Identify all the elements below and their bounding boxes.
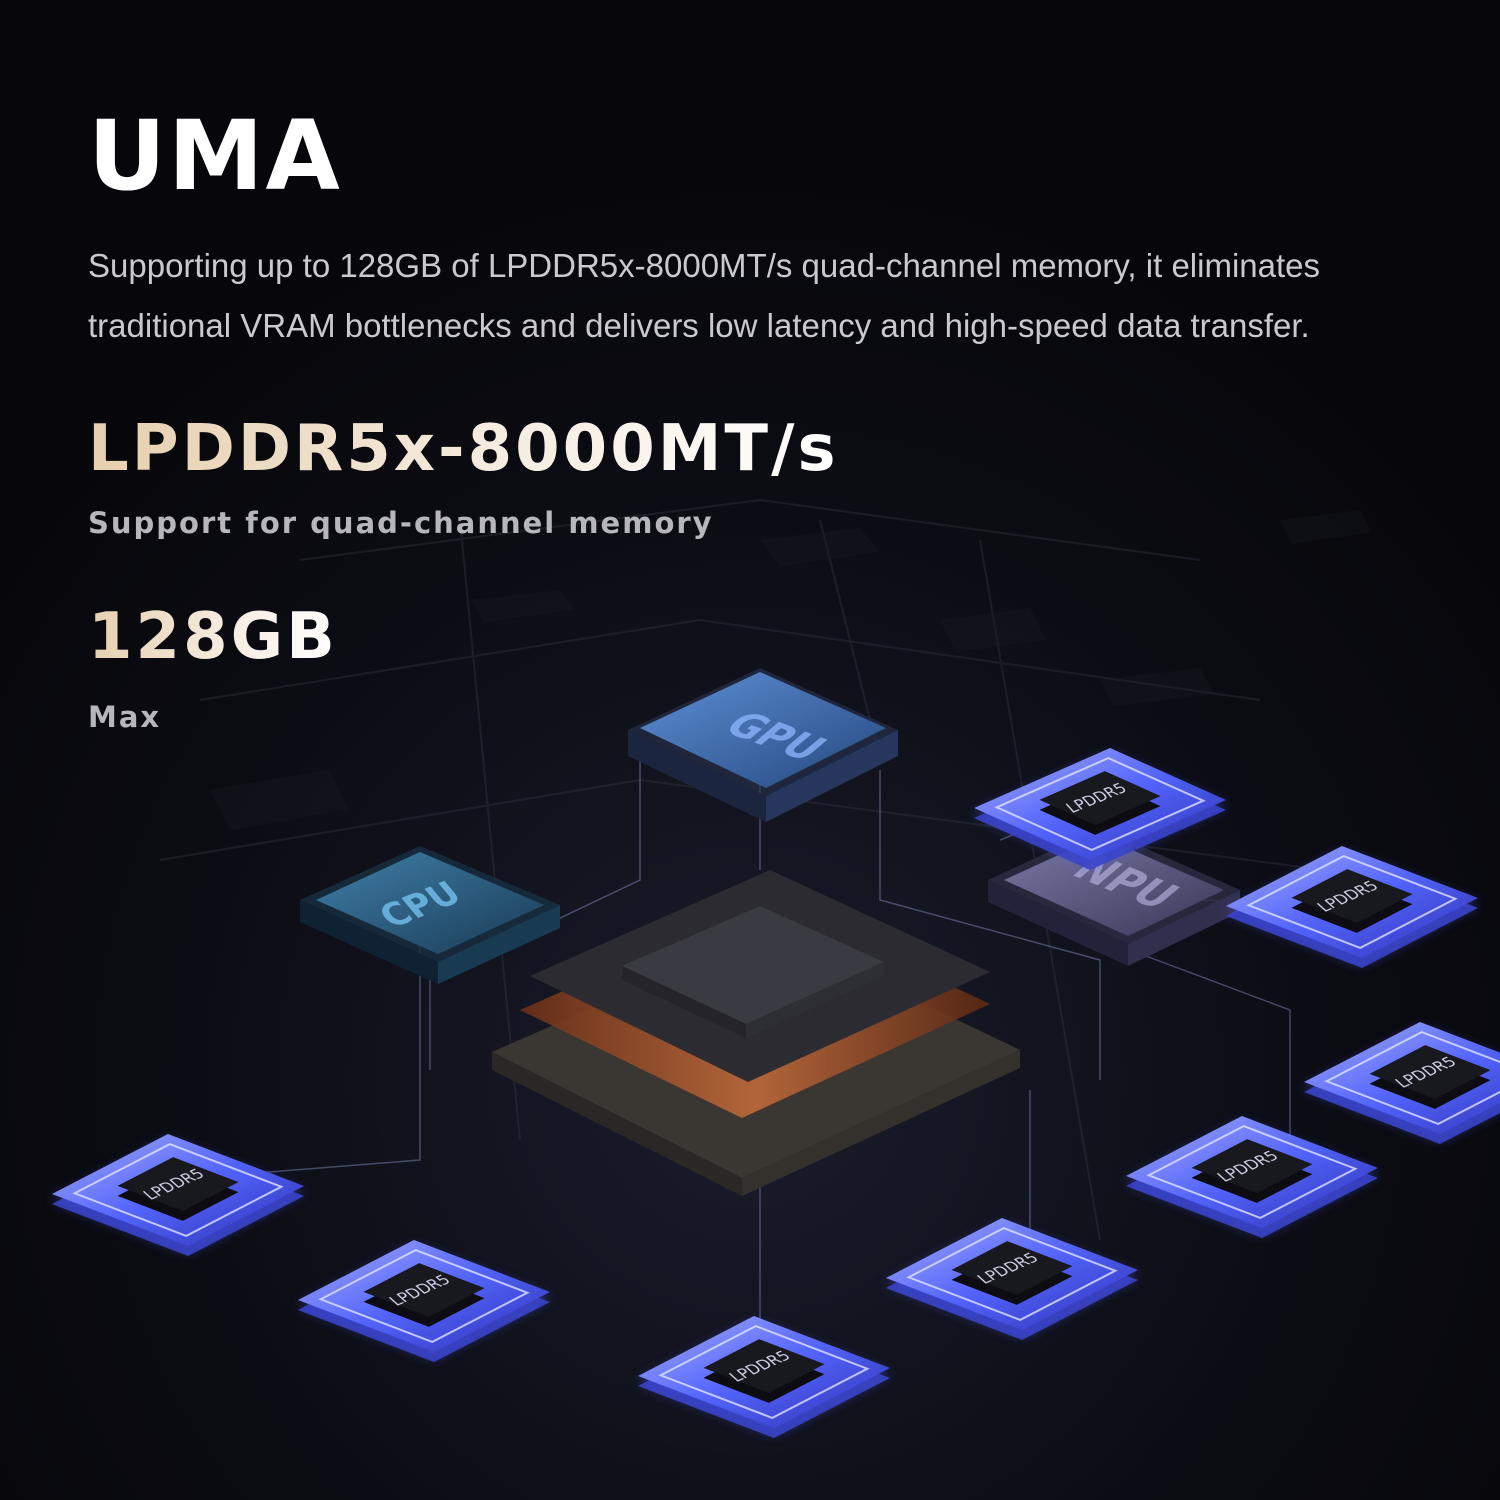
lpddr5-chip: LPDDR5 [886, 1218, 1138, 1340]
lpddr5-chip: LPDDR5 [638, 1316, 890, 1438]
lpddr5-chip: LPDDR5 [1304, 1022, 1500, 1144]
lpddr5-chip: LPDDR5 [1226, 846, 1478, 968]
lpddr5-chip: LPDDR5 [298, 1240, 550, 1362]
stat-capacity-label: Max [88, 700, 162, 734]
stat-memory-speed-label: Support for quad-channel memory [88, 506, 714, 540]
page-title: UMA [88, 100, 342, 212]
gpu-chip: GPU [628, 668, 898, 822]
page-description: Supporting up to 128GB of LPDDR5x-8000MT… [88, 247, 1321, 344]
lpddr5-chip: LPDDR5 [974, 748, 1226, 870]
lpddr5-chip: LPDDR5 [52, 1134, 304, 1256]
lpddr5-chip: LPDDR5 [1126, 1116, 1378, 1238]
soc-chip [492, 870, 1020, 1196]
stat-memory-speed-value: LPDDR5x-8000MT/s [88, 412, 839, 486]
stat-capacity-value: 128GB [88, 600, 338, 674]
memory-chip-group: LPDDR5LPDDR5LPDDR5LPDDR5LPDDR5LPDDR5LPDD… [52, 748, 1500, 1438]
cpu-chip: CPU [300, 846, 560, 984]
